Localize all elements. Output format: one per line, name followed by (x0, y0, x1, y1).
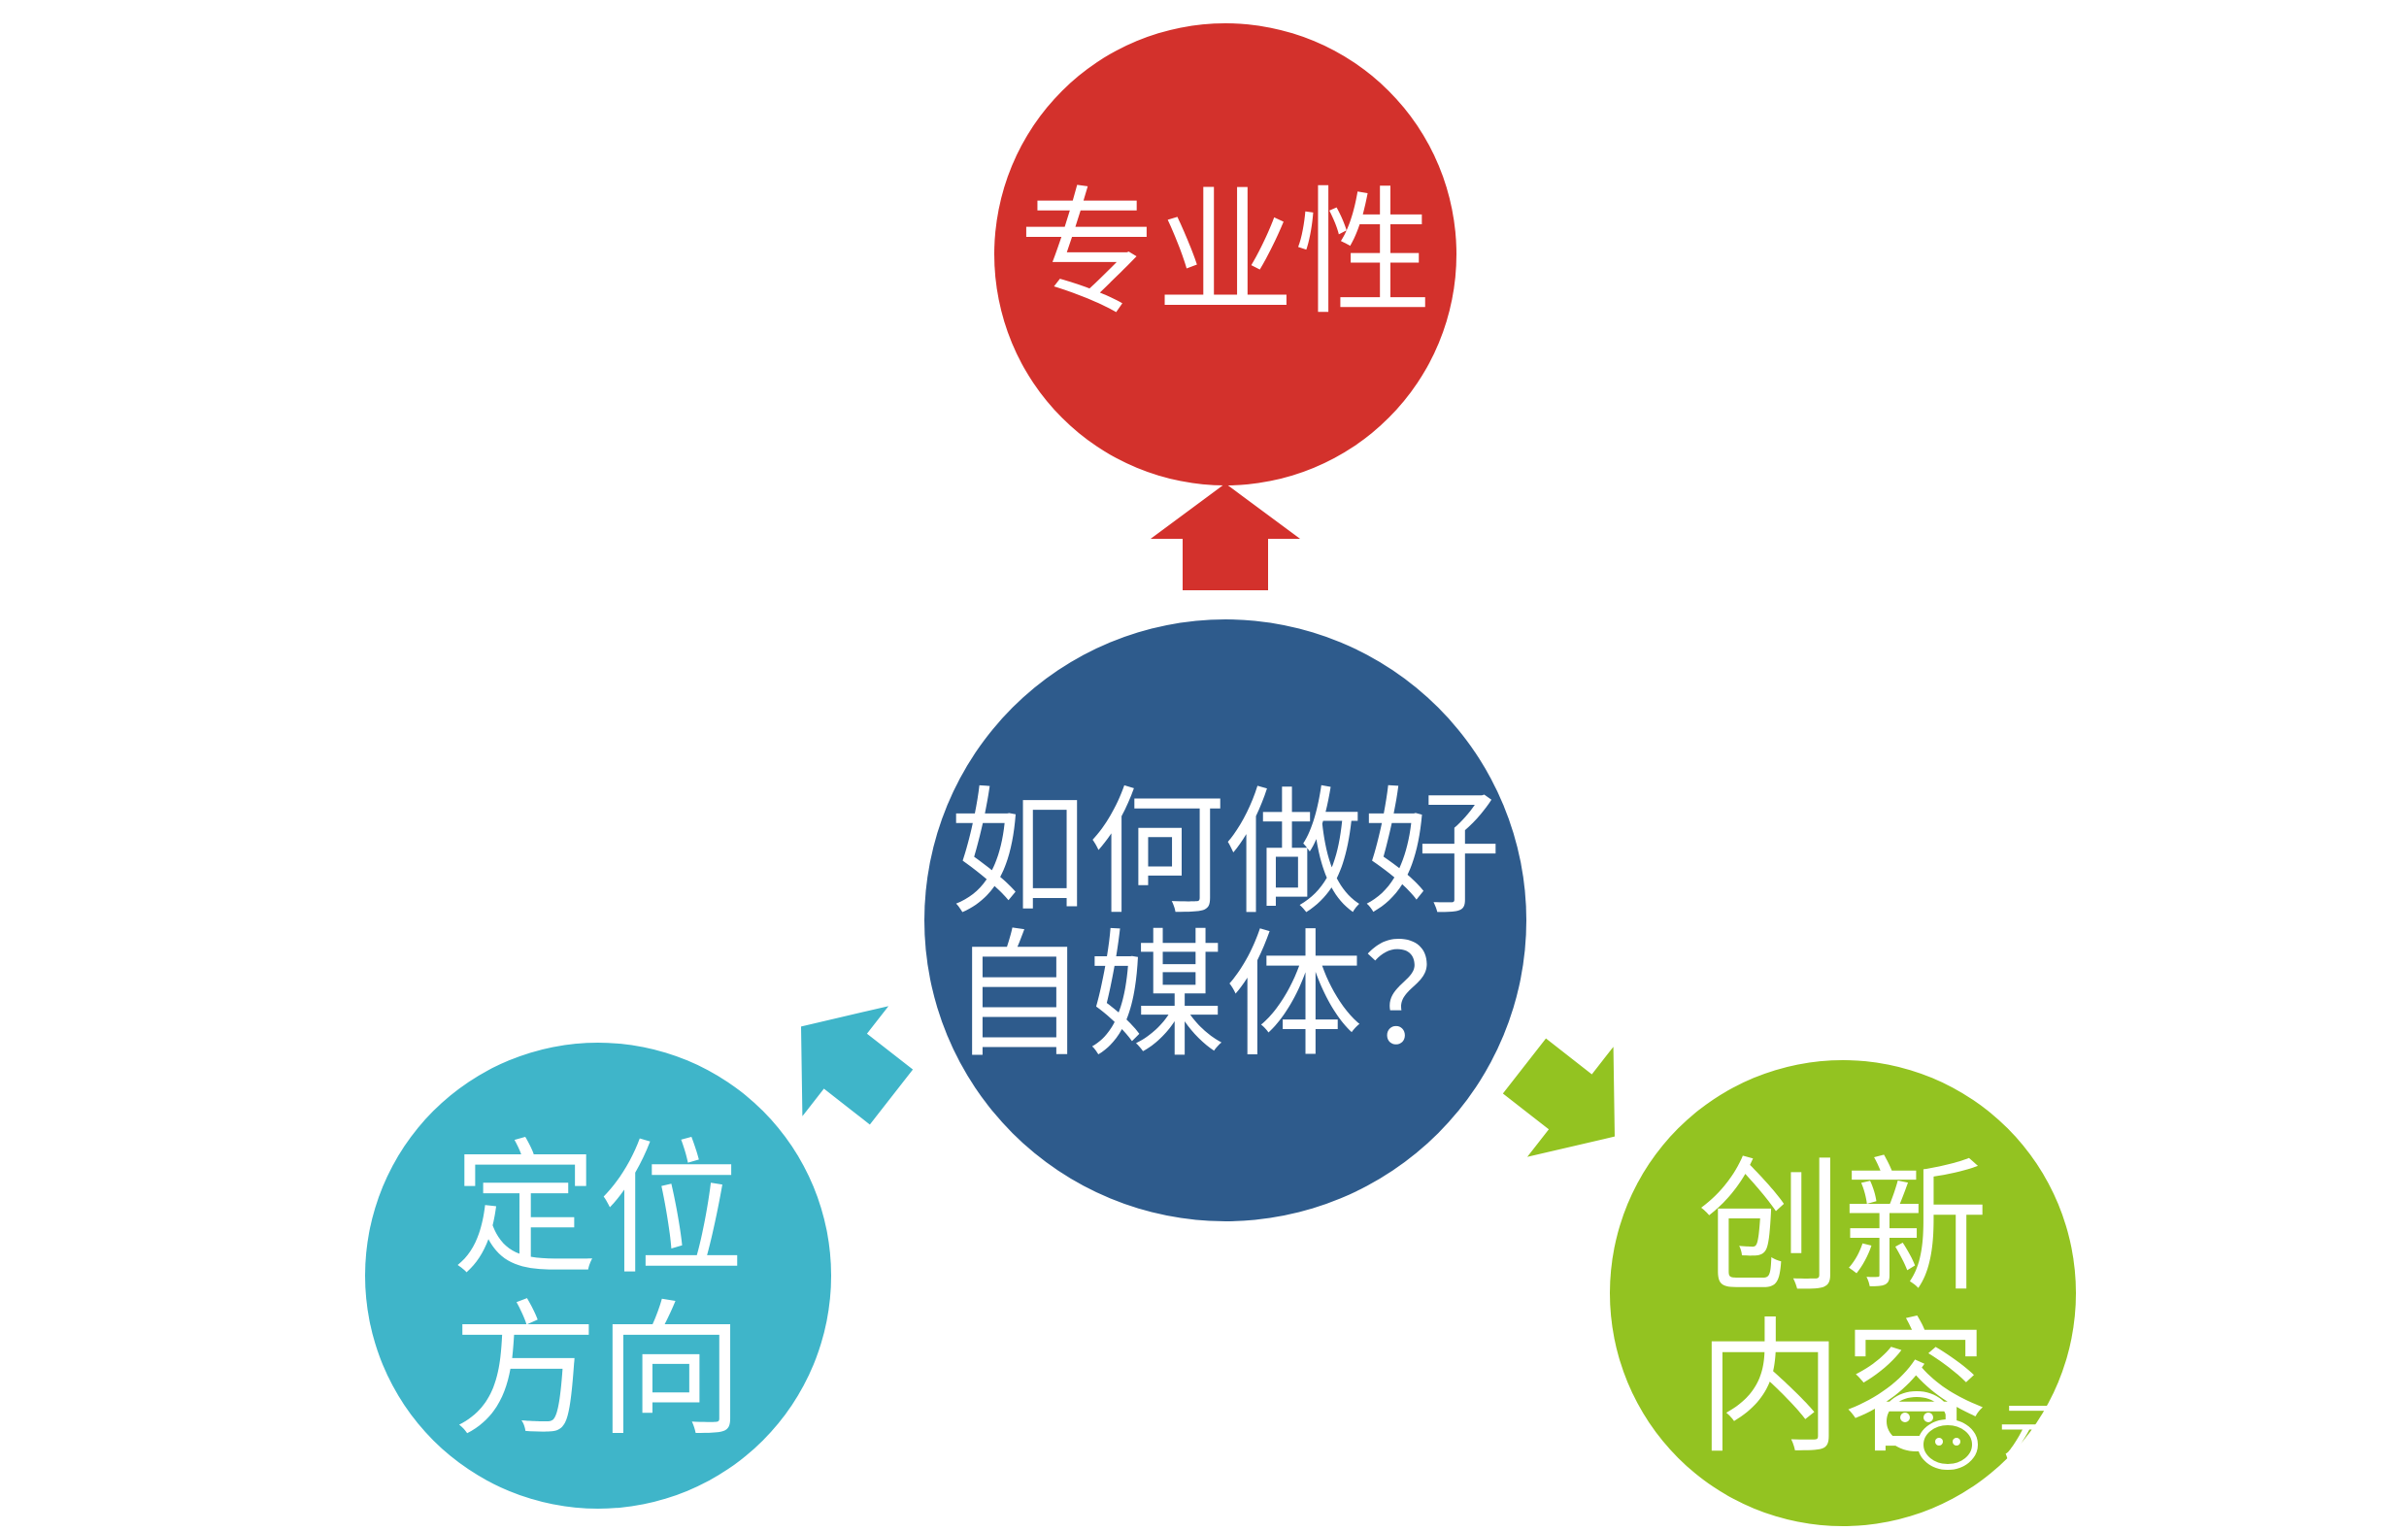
wechat-icon (1881, 1391, 1978, 1470)
arrow-to-left (801, 1006, 914, 1125)
node-top-circle (994, 23, 1456, 485)
center-node-circle (924, 619, 1526, 1221)
node-top-label: 专业性 (1019, 174, 1432, 334)
node-left-circle (365, 1043, 831, 1509)
watermark-label: 云汉品牌运营 (1998, 1396, 2394, 1473)
center-node-line-1: 如何做好 (950, 774, 1501, 934)
arrow-to-top (1151, 483, 1300, 590)
arrow-to-right (1502, 1038, 1615, 1157)
node-right-line-1: 创新 (1697, 1144, 1989, 1313)
node-right-circle (1610, 1060, 2076, 1526)
node-left-line-2: 方向 (452, 1287, 744, 1456)
node-left-line-1: 定位 (452, 1126, 744, 1295)
center-node-line-2: 自媒体？ (950, 916, 1501, 1077)
